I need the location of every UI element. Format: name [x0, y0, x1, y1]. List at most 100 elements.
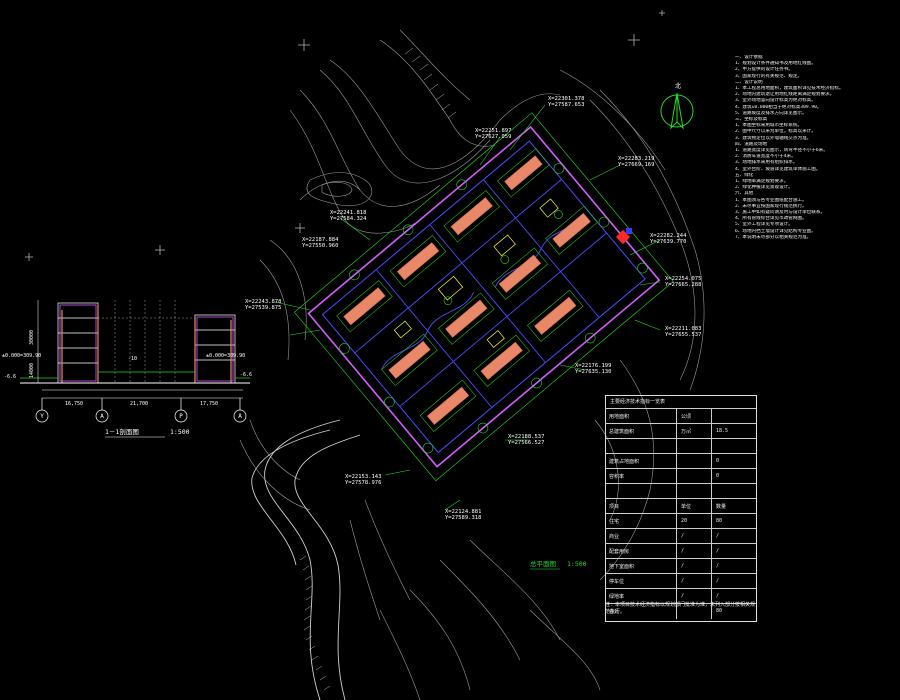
coord-x: X=22282.244 — [650, 233, 687, 239]
table-cell: 绿地率 — [609, 594, 625, 600]
note-line: 2、消防车道宽度不小于4米。 — [735, 154, 796, 160]
table-cell: 0 — [716, 458, 720, 464]
table-row: 商业// — [606, 528, 756, 544]
table-divider — [711, 559, 712, 574]
note-line: 二、设计说明 — [735, 79, 763, 85]
table-cell: 20 — [681, 518, 688, 524]
table-cell: / — [716, 593, 720, 599]
table-divider — [711, 439, 712, 454]
table-title: 主要经济技术指标一览表 — [610, 399, 666, 405]
note-line: 2、甲方提供的设计任务书。 — [735, 67, 793, 73]
table-divider — [711, 484, 712, 499]
note-line: 3、建筑物定位以外墙轴线交点为准。 — [735, 135, 812, 141]
table-cell: / — [681, 548, 685, 554]
center-level: -10 — [128, 356, 137, 362]
axis-label: A — [238, 413, 242, 420]
ground-level-right: ±0.000=309.90 — [206, 353, 245, 359]
note-line: 六、其他 — [735, 191, 754, 197]
section-scale: 1:500 — [170, 428, 190, 436]
coord-x: X=22243.878 — [245, 299, 281, 305]
buildings — [343, 155, 591, 425]
coord-x: X=22187.884 — [302, 237, 339, 243]
coord-x: X=22251.897 — [475, 128, 511, 134]
note-line: 四、道路及场地 — [735, 141, 768, 147]
note-line: 4、所有管线综合详见市政管网图。 — [735, 216, 807, 222]
coord-y: Y=27655.537 — [665, 332, 701, 338]
section-title: 1－1剖面图 — [105, 427, 139, 436]
height-label-2: 14000 — [29, 363, 35, 378]
table-cell: 容积率 — [609, 474, 625, 480]
coord-y: Y=27627.059 — [475, 134, 511, 140]
note-line: 3、场地排水采用有组织排水。 — [735, 160, 798, 166]
table-row: 容积率 0 — [606, 468, 756, 484]
table-cell: 商业 — [609, 534, 620, 540]
coord-y: Y=27539.875 — [245, 305, 281, 311]
table-row: 停车位// — [606, 573, 756, 589]
table-cell: / — [716, 563, 720, 569]
note-line: 5、道路坡度及排水方向详见图示。 — [735, 110, 807, 116]
note-line: 4、建筑±0.000相当于绝对标高309.90。 — [735, 104, 822, 110]
table-divider — [676, 559, 677, 574]
coord-x: X=22211.083 — [665, 326, 701, 332]
coord-y: Y=27578.976 — [345, 480, 381, 486]
table-divider — [676, 424, 677, 439]
site-plan — [293, 112, 674, 482]
table-cell: 项目 — [609, 504, 620, 510]
table-cell: 总建筑面积 — [609, 429, 635, 435]
plan-scale: 1:500 — [567, 560, 587, 568]
section-drawing: Y A P A 16,750 21,700 17,750 ±0.000=309.… — [2, 300, 252, 438]
table-cell: 地下室面积 — [609, 564, 635, 570]
note-line: 一、设计依据 — [735, 55, 763, 60]
table-divider — [676, 484, 677, 499]
note-line: 1、本图须与各专业图纸配合施工。 — [735, 197, 807, 203]
site-marker — [615, 228, 632, 245]
table-row: 地下室面积 / / — [606, 558, 756, 574]
table-divider — [711, 454, 712, 469]
coord-y: Y=27669.169 — [618, 162, 654, 168]
terrain-contours — [239, 29, 705, 700]
coord-y: Y=27550.960 — [302, 243, 338, 249]
coordinate-leaders — [274, 104, 661, 511]
table-cell: 用地面积 — [609, 414, 630, 420]
table-divider — [711, 409, 712, 424]
table-row — [606, 438, 756, 454]
table-cell: 0 — [716, 473, 720, 479]
crosshair-markers — [25, 10, 665, 261]
note-line: 4、室外台阶、坡道详见建筑单体施工图。 — [735, 166, 821, 172]
axis-label: A — [100, 413, 104, 420]
axis-label: Y — [40, 413, 44, 420]
table-cell: 停车位 — [609, 579, 625, 585]
table-cell: 18.5 — [716, 428, 729, 434]
table-divider — [676, 499, 677, 514]
note-line: 6、场地内挡土墙设计详见结构专业图。 — [735, 228, 816, 234]
table-cell: / — [681, 563, 685, 569]
note-line: 2、未尽事宜按国家现行规范执行。 — [735, 203, 807, 209]
table-divider — [676, 439, 677, 454]
table-divider — [711, 604, 712, 619]
table-divider — [711, 424, 712, 439]
table-cell: 数量 — [716, 504, 727, 510]
level-right: -6.6 — [240, 372, 252, 378]
coord-x: X=22124.881 — [445, 509, 481, 515]
table-divider — [711, 469, 712, 484]
note-line: 1、绿地率满足规划要求。 — [735, 179, 789, 185]
table-divider — [711, 514, 712, 529]
coord-y: Y=27566.527 — [508, 440, 544, 446]
note-line: 3、施工中如有疑问请及时与设计单位联系。 — [735, 210, 826, 216]
coord-y: Y=27639.770 — [650, 239, 686, 245]
note-line: 2、图中尺寸以米为单位，标高以米计。 — [735, 129, 816, 135]
coord-y: Y=27589.318 — [445, 515, 481, 521]
table-row: 绿地率// — [606, 588, 756, 604]
winding-road — [251, 419, 361, 700]
table-cell: / — [681, 578, 685, 584]
coord-y: Y=27587.653 — [548, 102, 584, 108]
table-divider — [711, 574, 712, 589]
coord-x: X=22153.143 — [345, 474, 381, 480]
table-divider — [676, 529, 677, 544]
table-cell: 住宅 — [609, 519, 620, 525]
table-divider — [676, 514, 677, 529]
table-divider — [676, 604, 677, 619]
